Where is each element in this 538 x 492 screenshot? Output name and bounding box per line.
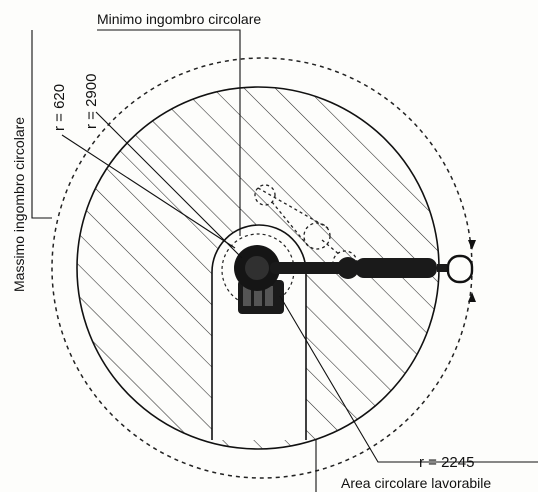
min-footprint-label: Minimo ingombro circolare <box>97 11 262 27</box>
radius-min-label: r = 620 <box>51 83 68 131</box>
end-effector-icon <box>446 254 474 284</box>
max-footprint-label: Massimo ingombro circolare <box>11 116 27 292</box>
radius-max-label: r = 2900 <box>83 73 100 129</box>
work-area-label: Area circolare lavorabile <box>341 475 492 491</box>
robot-base <box>234 245 284 314</box>
leader-lines <box>31 29 538 492</box>
robot-arm <box>270 257 447 279</box>
rotation-arrows <box>468 240 476 302</box>
notch-outline <box>211 224 307 440</box>
radius-work-label: r = 2245 <box>419 454 475 471</box>
